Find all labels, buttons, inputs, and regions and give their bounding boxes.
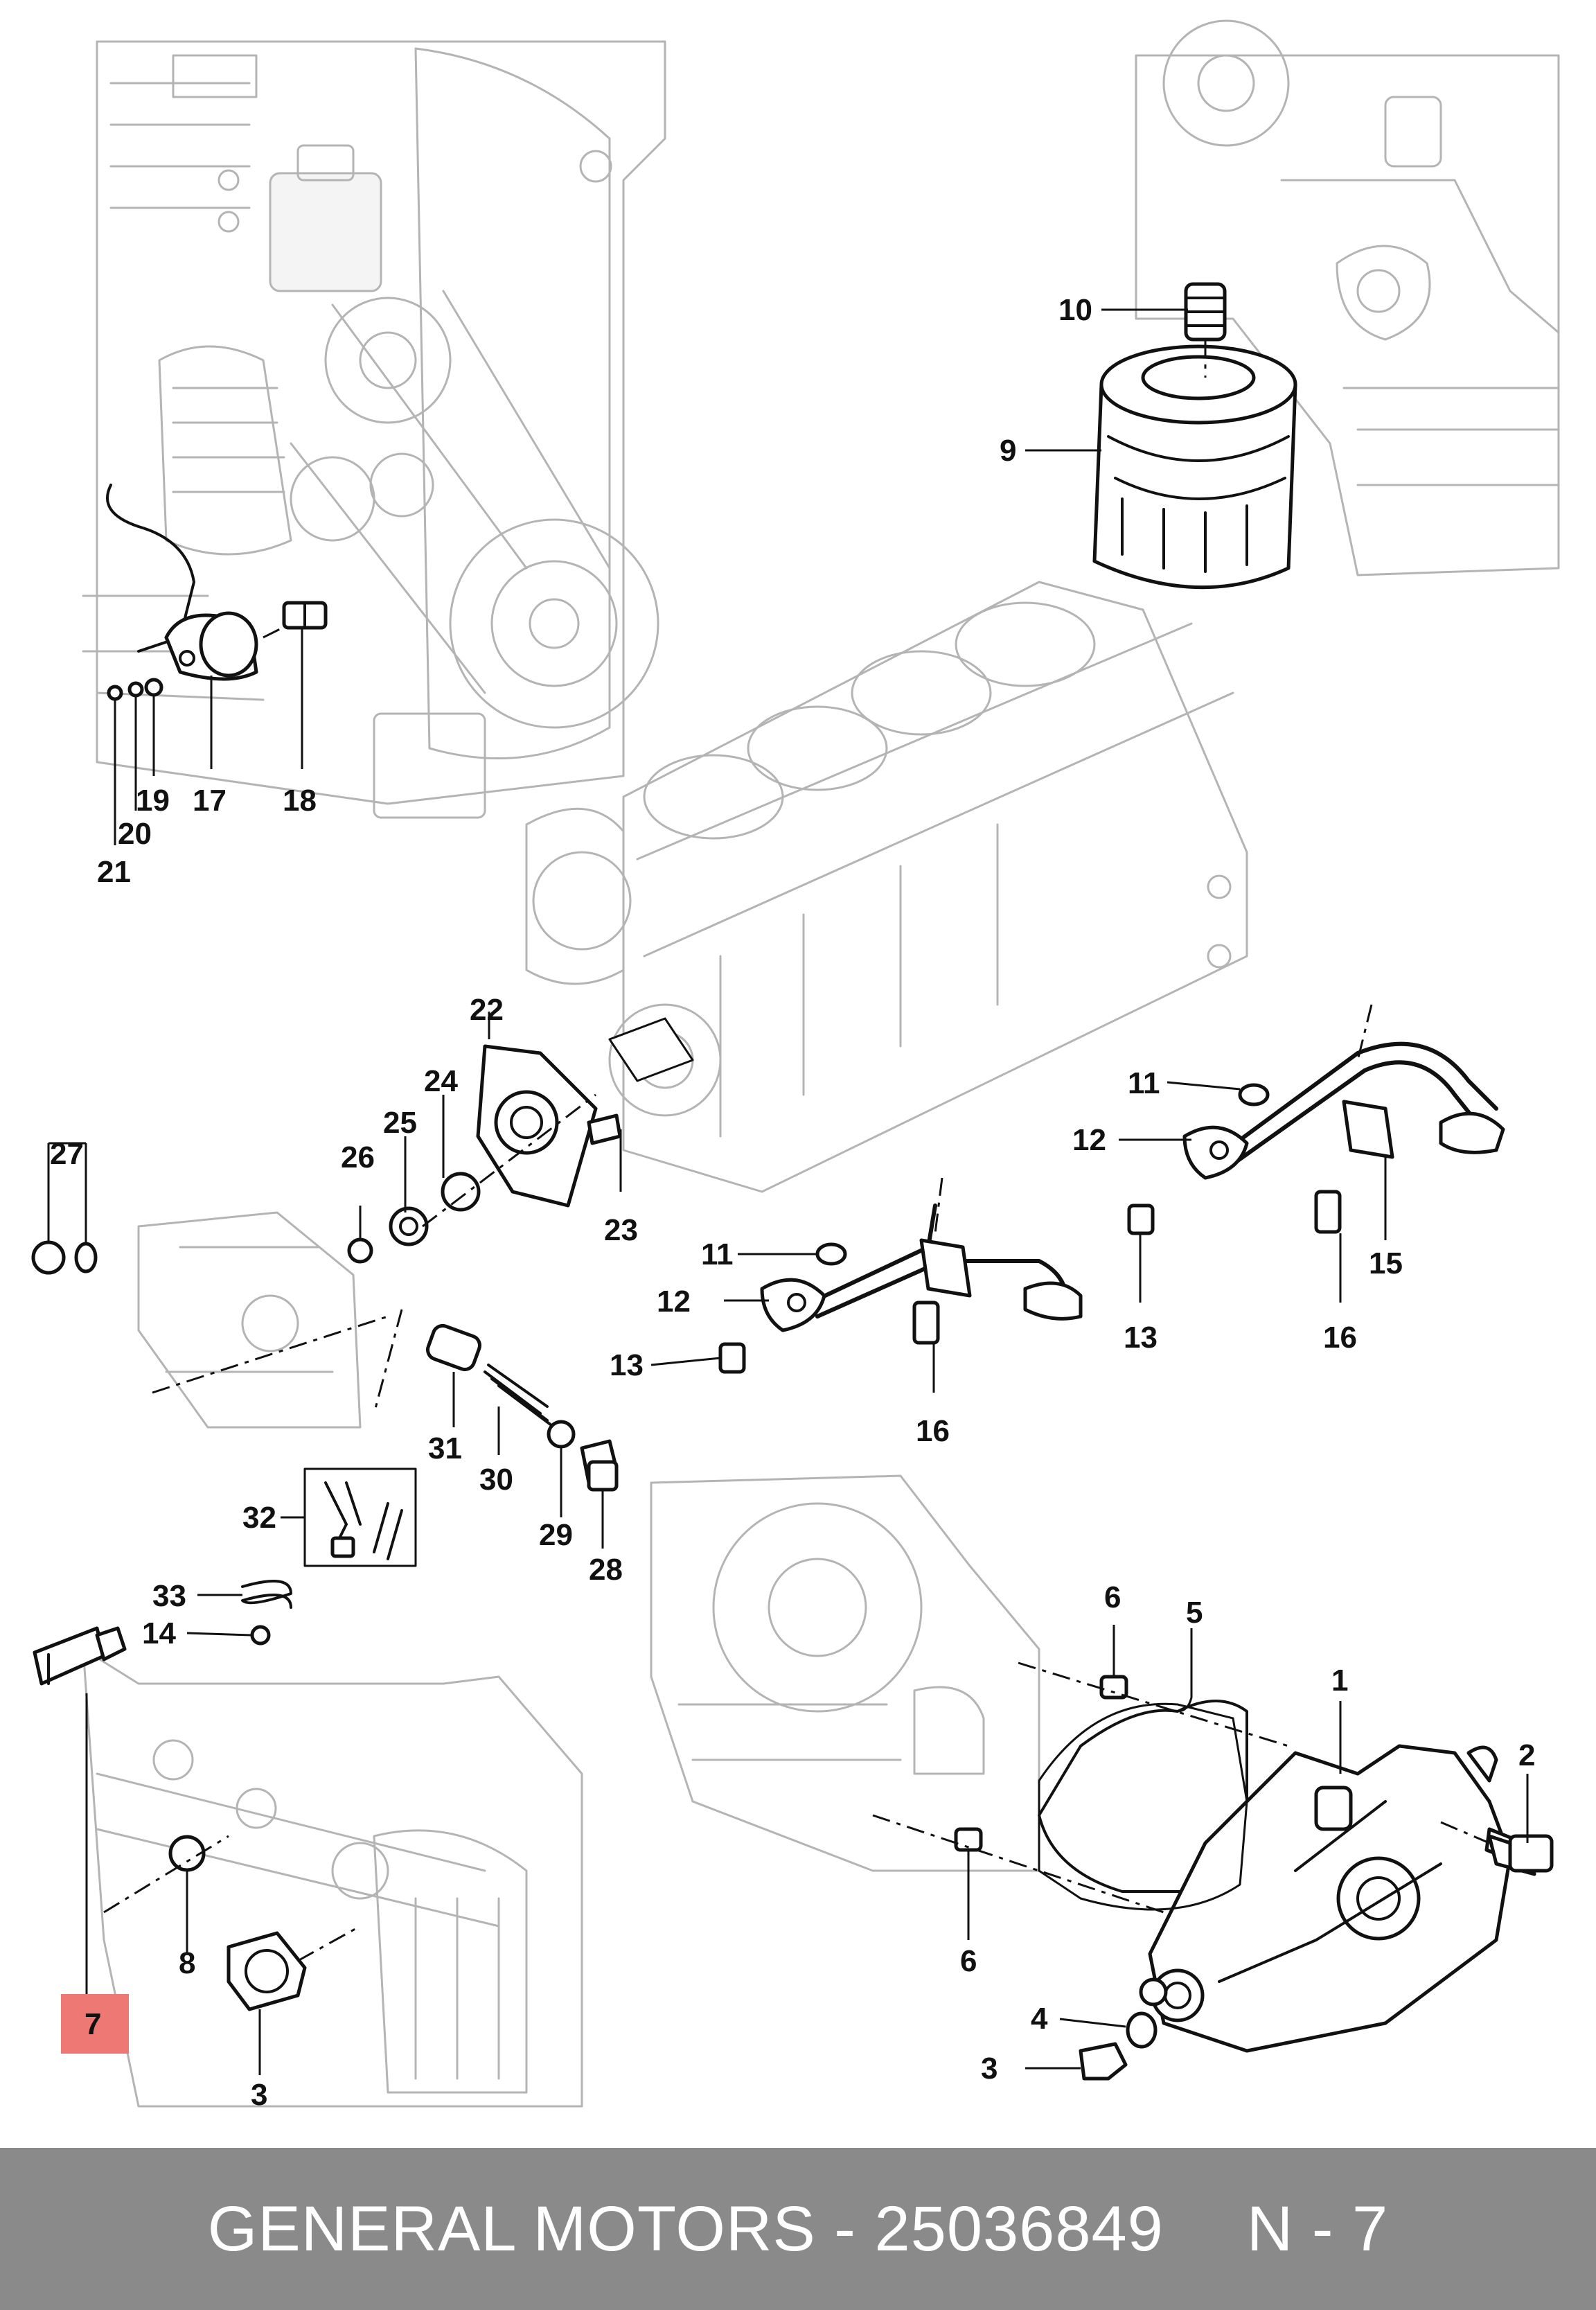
filter-nipple: [1184, 282, 1227, 378]
oil-pump-housing-ghost: [137, 1211, 403, 1429]
callout-labels: 10 9 19 17 18 20 21 22 24 25 26 23 27 11…: [50, 293, 1535, 2112]
callout-12-long: 12: [1072, 1123, 1106, 1157]
drain-plug-bottom-right: [1079, 2011, 1158, 2081]
callout-19: 19: [136, 784, 170, 818]
callout-1: 1: [1331, 1664, 1348, 1698]
pump-gasket-5: [1038, 1702, 1248, 1911]
relief-valve-parts: [426, 1323, 619, 1492]
callout-26: 26: [341, 1140, 375, 1174]
callout-11-short: 11: [701, 1237, 734, 1271]
highlight-box-part-7: [61, 1994, 129, 2054]
pump-bolt-2: [1487, 1834, 1554, 1876]
callout-13-short: 13: [610, 1348, 644, 1382]
crank-front-flange: [347, 1044, 622, 1264]
callout-7: 7: [85, 2007, 101, 2041]
footer-position-code: N - 7: [1246, 2193, 1389, 2264]
callout-9: 9: [1000, 434, 1016, 468]
callout-22: 22: [470, 993, 504, 1027]
spring-33: [241, 1580, 292, 1609]
callout-14: 14: [142, 1616, 176, 1650]
leader-lines: [47, 308, 1529, 2075]
callout-27: 27: [50, 1137, 84, 1171]
callout-16-short: 16: [916, 1414, 950, 1448]
ring-14: [250, 1625, 271, 1646]
relief-valve-clip-kit: [303, 1467, 417, 1567]
callout-6-top: 6: [1104, 1580, 1121, 1614]
callout-15: 15: [1369, 1246, 1403, 1280]
callout-32: 32: [242, 1501, 276, 1535]
callout-3-left: 3: [251, 2078, 267, 2112]
callout-13-long: 13: [1124, 1321, 1158, 1355]
callout-5: 5: [1186, 1596, 1203, 1630]
callout-31: 31: [428, 1431, 462, 1465]
oil-pump-assembly: [1038, 1700, 1526, 2053]
callout-18: 18: [283, 784, 317, 818]
callout-20: 20: [118, 817, 152, 851]
callout-12-short: 12: [657, 1285, 691, 1319]
footer-banner: GENERAL MOTORS - 25036849 N - 7: [0, 2148, 1596, 2310]
sealing-ring-8: [168, 1835, 206, 1872]
callout-10: 10: [1058, 293, 1092, 327]
oil-pickup-tube-long: [1127, 1004, 1505, 1235]
callout-16-long: 16: [1323, 1321, 1357, 1355]
callout-33: 33: [152, 1579, 186, 1613]
callout-30: 30: [479, 1463, 513, 1497]
callout-17: 17: [193, 784, 227, 818]
callout-11-long: 11: [1128, 1066, 1160, 1100]
callout-23: 23: [604, 1213, 638, 1247]
engine-background-top-right: [1135, 19, 1560, 576]
callout-3-right: 3: [981, 2052, 998, 2086]
callout-28: 28: [589, 1553, 623, 1587]
oil-pressure-switch: [282, 601, 328, 630]
oil-pressure-sender: [106, 484, 292, 681]
engine-background-bottom-left: [82, 1648, 583, 2108]
callout-6-bottom: 6: [960, 1944, 977, 1978]
callout-8: 8: [179, 1946, 195, 1980]
cylinder-block: [525, 581, 1248, 1193]
footer-brand-part-number: GENERAL MOTORS - 25036849: [207, 2193, 1164, 2264]
engine-background-top-left: [82, 40, 666, 819]
callout-25: 25: [383, 1106, 417, 1140]
engine-background-bottom-right: [650, 1474, 1040, 1872]
oil-filter: [1092, 344, 1297, 590]
oil-pickup-tube-short: [718, 1177, 1083, 1374]
callout-29: 29: [539, 1518, 573, 1552]
plug-27: [31, 1240, 98, 1275]
oil-level-sensor: [33, 1626, 127, 1686]
drain-plug-bottom-left: [227, 1931, 307, 2011]
callout-21: 21: [97, 855, 131, 889]
callout-24: 24: [424, 1064, 458, 1098]
callout-4: 4: [1031, 2002, 1048, 2036]
callout-2: 2: [1518, 1738, 1535, 1772]
parts-diagram: 10 9 19 17 18 20 21 22 24 25 26 23 27 11…: [31, 19, 1560, 2112]
